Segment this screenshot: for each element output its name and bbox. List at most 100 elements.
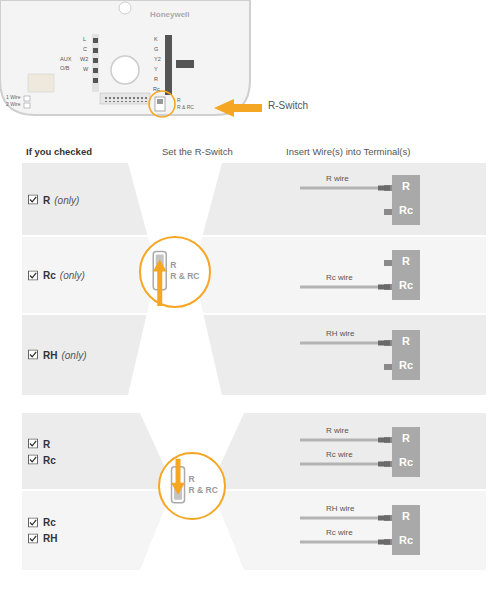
terminal-name: C <box>83 47 87 53</box>
check-note: (only) <box>61 349 86 360</box>
wire-tip <box>378 186 390 191</box>
terminal-hole <box>384 209 392 215</box>
check-row: RH <box>28 533 57 544</box>
wire <box>300 439 380 442</box>
terminal-name: Rc <box>153 87 160 93</box>
wire-tip <box>378 462 390 467</box>
funnel <box>128 163 222 395</box>
switch-position: R & RC <box>170 271 199 281</box>
row-band: R(only) RRc <box>22 163 486 236</box>
column-header: Set the R-Switch <box>162 147 233 157</box>
switch-arrow <box>171 459 185 495</box>
checkbox-box <box>29 439 38 448</box>
wire <box>300 342 380 345</box>
checkbox-tick <box>30 457 36 462</box>
switch-label: 2 Wire <box>6 102 20 107</box>
check-list: R Rc <box>28 433 56 470</box>
band-divider <box>22 489 486 491</box>
check-label: Rc <box>43 517 56 528</box>
terminal-label: R <box>392 255 420 267</box>
checkbox <box>28 439 38 449</box>
band-bg <box>22 314 486 395</box>
r-switch-nub <box>157 99 163 104</box>
switch-label: R <box>177 98 181 103</box>
terminal-name: Y <box>154 67 158 73</box>
terminal-hole <box>384 260 392 266</box>
band-bg <box>22 413 486 490</box>
terminal-name: K <box>154 37 158 43</box>
check-label: Rc <box>43 270 56 281</box>
terminal-block: R Rc <box>392 250 420 300</box>
check-label: RH <box>43 349 57 360</box>
wire-tip <box>378 516 390 521</box>
terminal-label: Rc <box>392 359 420 371</box>
wire-label: Rc wire <box>326 274 353 282</box>
checkbox-tick <box>30 519 36 524</box>
column-header: If you checked <box>26 147 92 157</box>
check-list: RcRH <box>28 512 57 549</box>
wire-label: Rc wire <box>326 451 353 459</box>
wire <box>300 541 380 544</box>
wire-switch <box>24 103 30 108</box>
wire-tip <box>378 438 390 443</box>
terminal-strip <box>92 34 99 92</box>
terminal-block: RRc <box>392 427 420 477</box>
switch-position: R <box>170 260 176 270</box>
band-bg <box>22 163 486 236</box>
switch-position: R <box>189 474 195 484</box>
terminal-label: R <box>392 432 420 444</box>
wire-switch <box>24 96 30 101</box>
checkbox-tick <box>30 535 36 540</box>
row-band: RRcRRc <box>22 413 486 490</box>
checkbox <box>28 517 38 527</box>
wire-label: RH wire <box>326 505 354 513</box>
checkbox <box>28 195 38 205</box>
check-row: Rc (only) <box>28 270 85 281</box>
band-bg <box>22 236 486 314</box>
check-label: R <box>43 438 50 449</box>
band-bg <box>22 490 486 570</box>
callout-arrow <box>214 99 262 117</box>
brand-name: Honeywell <box>150 11 190 19</box>
checkbox <box>28 455 38 465</box>
terminal-hole <box>384 364 392 370</box>
terminal-name: R <box>154 77 158 83</box>
switch-position: R & RC <box>189 485 218 495</box>
wire-label: R wire <box>326 427 349 435</box>
r-switch-small <box>155 97 165 111</box>
terminal-label: R <box>392 335 420 347</box>
checkbox-tick <box>30 272 36 277</box>
wire-tip <box>378 341 390 346</box>
checkbox-box <box>29 195 38 204</box>
checkbox <box>28 533 38 543</box>
thermostat-base <box>0 0 250 115</box>
row-band: RH (only) R Rc <box>22 314 486 395</box>
terminal-label: Rc <box>392 279 420 291</box>
callout-label: R-Switch <box>268 101 308 111</box>
terminal-name: Y2 <box>154 57 161 63</box>
band-divider <box>22 235 486 237</box>
check-note: (only) <box>60 270 85 281</box>
info-box <box>28 74 54 92</box>
terminal-label: Rc <box>392 534 420 546</box>
r-switch-circle: RR & RC <box>158 452 226 520</box>
row-band: RcRHRRc <box>22 490 486 570</box>
terminal-block: RRc <box>392 175 420 225</box>
check-note: (only) <box>54 194 79 205</box>
check-row: Rc <box>28 454 56 465</box>
wire-label: Rc wire <box>326 529 353 537</box>
terminal-label: Rc <box>392 204 420 216</box>
mount-hole <box>119 2 131 14</box>
power-tag <box>176 60 194 68</box>
terminal-slots <box>93 38 98 83</box>
wire-hole <box>111 56 139 84</box>
check-row: R(only) <box>28 194 79 205</box>
row-band: Rc (only) R Rc <box>22 236 486 314</box>
funnel <box>140 413 244 570</box>
switch-arrow <box>153 260 167 306</box>
check-row: Rc <box>28 517 57 528</box>
checkbox <box>28 270 38 280</box>
terminal-name: W2 <box>80 57 88 63</box>
